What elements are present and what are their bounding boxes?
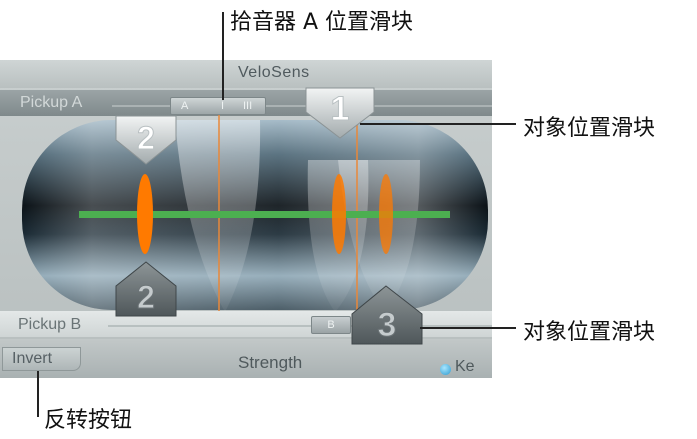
object-slider-3[interactable]: 3: [351, 285, 423, 345]
pickup-cone-c: [338, 160, 420, 312]
pickup-a-tick-center: I: [221, 100, 225, 112]
object-slider-2-bottom-number: 2: [137, 279, 155, 315]
callout-line-object-bottom: [420, 327, 516, 329]
bottom-bar: [0, 339, 492, 378]
callout-object-slider-top: 对象位置滑块: [523, 116, 656, 141]
pickup-b-track: [108, 325, 492, 327]
object-slider-1[interactable]: 1: [305, 87, 375, 139]
object-slider-2-bottom[interactable]: 2: [115, 261, 177, 317]
object-slider-2-top[interactable]: 2: [115, 115, 177, 165]
callout-invert-button: 反转按钮: [44, 408, 133, 433]
pickup-a-label: Pickup A: [20, 94, 83, 111]
object-slider-3-number: 3: [378, 306, 397, 344]
pickup-a-tick-right: III: [243, 100, 253, 112]
callout-line-invert: [37, 371, 39, 417]
string-display: [22, 100, 488, 318]
object-slider-layer: 1 2 2 3: [115, 87, 423, 345]
callout-line-object-top: [360, 123, 516, 125]
pickup-a-slider[interactable]: A I III: [170, 97, 266, 115]
object-slider-1-number: 1: [331, 90, 350, 128]
pickup-b-slider[interactable]: B: [311, 316, 351, 334]
knob-dot-icon[interactable]: [440, 364, 451, 375]
pickup-a-tick-a: A: [181, 100, 189, 112]
object-slider-2-top-number: 2: [137, 120, 155, 156]
resonance-3: [379, 174, 393, 254]
resonance-1: [137, 174, 153, 254]
callout-line-pickup-a: [222, 12, 224, 100]
ke-label: Ke: [455, 358, 475, 375]
callout-pickup-a-slider: 拾音器 A 位置滑块: [230, 10, 414, 35]
pickup-b-label: Pickup B: [18, 316, 82, 333]
string-line: [79, 211, 450, 218]
resonance-2: [332, 174, 346, 254]
velosens-label: VeloSens: [238, 64, 310, 81]
pickup-a-track: [112, 105, 492, 107]
strength-label: Strength: [238, 353, 303, 372]
invert-button[interactable]: Invert: [2, 347, 81, 371]
velosens-bar: [0, 60, 492, 88]
sculpture-string-panel: VeloSens: [0, 60, 492, 378]
callout-object-slider-bottom: 对象位置滑块: [523, 320, 656, 345]
